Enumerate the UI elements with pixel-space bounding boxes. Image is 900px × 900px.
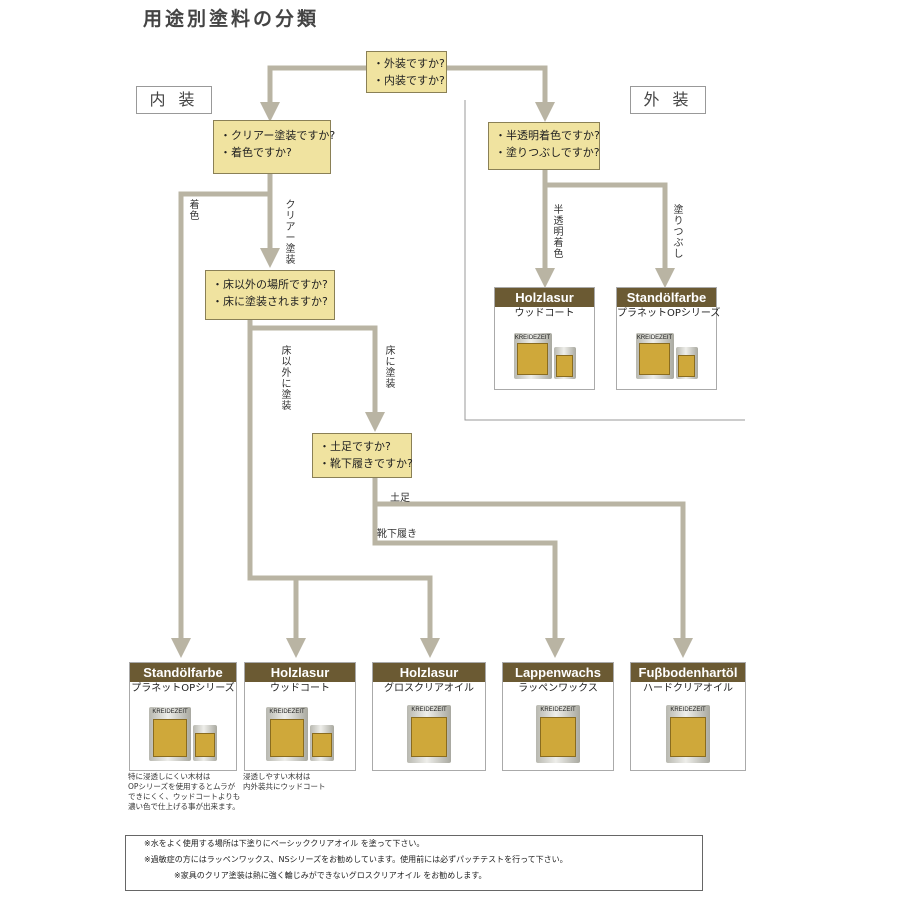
question-semi-or-opaque: ・半透明着色ですか? ・塗りつぶしですか? xyxy=(488,122,600,170)
branch-label-coloring: 着色 xyxy=(189,200,200,222)
can-brand: KREIDEZEIT xyxy=(540,707,576,713)
product-can-image: KREIDEZEIT xyxy=(145,701,221,767)
product-name: Lappenwachs xyxy=(503,663,613,682)
product-subtitle: ウッドコート xyxy=(270,683,330,694)
product-can-image: KREIDEZEIT xyxy=(510,325,580,385)
note-line: 特に浸透しにくい木材は xyxy=(128,772,211,781)
branch-label-opaque: 塗りつぶし xyxy=(673,205,684,260)
question-clear-or-color: ・クリアー塗装ですか? ・着色ですか? xyxy=(213,120,336,174)
product-name: Standölfarbe xyxy=(130,663,236,682)
product-can-image: KREIDEZEIT xyxy=(401,701,457,767)
product-can-image: KREIDEZEIT xyxy=(632,325,702,385)
branch-label-socks: 靴下履き xyxy=(377,529,417,540)
product-gloss-holzlasur[interactable]: Holzlasur グロスクリアオイル KREIDEZEIT xyxy=(372,662,486,771)
product-ext-standolfarbe[interactable]: Standölfarbe プラネットOPシリーズ KREIDEZEIT xyxy=(616,287,721,390)
note-line: できにくく、ウッドコートよりも xyxy=(128,792,241,801)
product-subtitle: グロスクリアオイル xyxy=(384,683,474,694)
standol-note: 特に浸透しにくい木材は OPシリーズを使用するとムラが できにくく、ウッドコート… xyxy=(128,772,240,812)
question-line: ・靴下履きですか? xyxy=(319,457,413,470)
product-ext-holzlasur[interactable]: Holzlasur ウッドコート KREIDEZEIT xyxy=(494,287,595,390)
can-brand: KREIDEZEIT xyxy=(411,707,447,713)
product-subtitle: ハードクリアオイル xyxy=(643,683,733,694)
note-line: ※過敏症の方にはラッペンワックス、NSシリーズをお勧めしています。使用前には必ず… xyxy=(144,855,568,864)
note-line: 濃い色で仕上げる事が出来ます。 xyxy=(128,802,240,811)
product-name: Fuβbodenhartöl xyxy=(631,663,745,682)
note-line: 内外装共にウッドコート xyxy=(243,782,326,791)
product-name: Standölfarbe xyxy=(617,288,716,307)
product-name: Holzlasur xyxy=(245,663,355,682)
page-title: 用途別塗料の分類 xyxy=(143,8,320,30)
branch-label-semi-transparent: 半透明着色 xyxy=(553,205,564,260)
product-subtitle: ラッペンワックス xyxy=(518,683,598,694)
question-line: ・塗りつぶしですか? xyxy=(495,146,600,159)
small-can xyxy=(193,725,217,761)
large-can: KREIDEZEIT xyxy=(536,705,580,763)
note-line: 浸透しやすい木材は xyxy=(243,772,311,781)
note-line: OPシリーズを使用するとムラが xyxy=(128,782,236,791)
product-name: Holzlasur xyxy=(495,288,594,307)
branch-label-clear: クリアー塗装 xyxy=(285,200,296,266)
can-brand: KREIDEZEIT xyxy=(152,709,188,715)
product-int-standolfarbe[interactable]: Standölfarbe プラネットOPシリーズ KREIDEZEIT xyxy=(129,662,237,771)
section-interior: 内 装 xyxy=(136,86,212,114)
branch-label-non-floor: 床以外に塗装 xyxy=(281,346,292,412)
can-brand: KREIDEZEIT xyxy=(514,335,551,341)
can-brand: KREIDEZEIT xyxy=(670,707,706,713)
product-lappenwachs[interactable]: Lappenwachs ラッペンワックス KREIDEZEIT xyxy=(502,662,614,771)
product-subtitle: ウッドコート xyxy=(514,308,575,319)
can-brand: KREIDEZEIT xyxy=(636,335,673,341)
product-subtitle: プラネットOPシリーズ xyxy=(131,683,235,694)
small-can xyxy=(553,347,576,379)
product-fussbodenhartoel[interactable]: Fuβbodenhartöl ハードクリアオイル KREIDEZEIT xyxy=(630,662,746,771)
question-line: ・土足ですか? xyxy=(319,440,391,453)
product-name: Holzlasur xyxy=(373,663,485,682)
question-line: ・床以外の場所ですか? xyxy=(212,278,328,291)
section-exterior: 外 装 xyxy=(630,86,706,114)
question-shoes-or-socks: ・土足ですか? ・靴下履きですか? xyxy=(312,433,413,478)
product-subtitle: プラネットOPシリーズ xyxy=(617,308,721,319)
question-line: ・床に塗装されますか? xyxy=(212,295,328,308)
note-line: ※家具のクリア塗装は熱に強く輪じみができないグロスクリアオイル をお勧めします。 xyxy=(174,871,487,880)
large-can: KREIDEZEIT xyxy=(149,707,191,761)
large-can: KREIDEZEIT xyxy=(666,705,710,763)
small-can xyxy=(675,347,698,379)
question-line: ・着色ですか? xyxy=(220,146,292,159)
large-can: KREIDEZEIT xyxy=(513,333,552,379)
product-can-image: KREIDEZEIT xyxy=(262,701,338,767)
product-can-image: KREIDEZEIT xyxy=(660,701,716,767)
question-floor-or-not: ・床以外の場所ですか? ・床に塗装されますか? xyxy=(205,270,335,320)
question-interior-exterior: ・外装ですか? ・内装ですか? xyxy=(366,51,447,93)
notes-box: ※水をよく使用する場所は下塗りにベーシッククリアオイル を塗って下さい。 ※過敏… xyxy=(125,835,703,891)
note-line: ※水をよく使用する場所は下塗りにベーシッククリアオイル を塗って下さい。 xyxy=(144,839,425,848)
question-line: ・クリアー塗装ですか? xyxy=(220,129,336,142)
question-line: ・内装ですか? xyxy=(373,74,445,87)
question-line: ・外装ですか? xyxy=(373,57,445,70)
holzlasur-note: 浸透しやすい木材は 内外装共にウッドコート xyxy=(243,772,326,792)
large-can: KREIDEZEIT xyxy=(266,707,308,761)
question-line: ・半透明着色ですか? xyxy=(495,129,600,142)
product-can-image: KREIDEZEIT xyxy=(530,701,586,767)
product-int-holzlasur[interactable]: Holzlasur ウッドコート KREIDEZEIT xyxy=(244,662,356,771)
large-can: KREIDEZEIT xyxy=(635,333,674,379)
branch-label-shoes: 土足 xyxy=(390,493,410,504)
can-brand: KREIDEZEIT xyxy=(269,709,305,715)
small-can xyxy=(310,725,334,761)
large-can: KREIDEZEIT xyxy=(407,705,451,763)
branch-label-floor: 床に塗装 xyxy=(385,346,396,390)
